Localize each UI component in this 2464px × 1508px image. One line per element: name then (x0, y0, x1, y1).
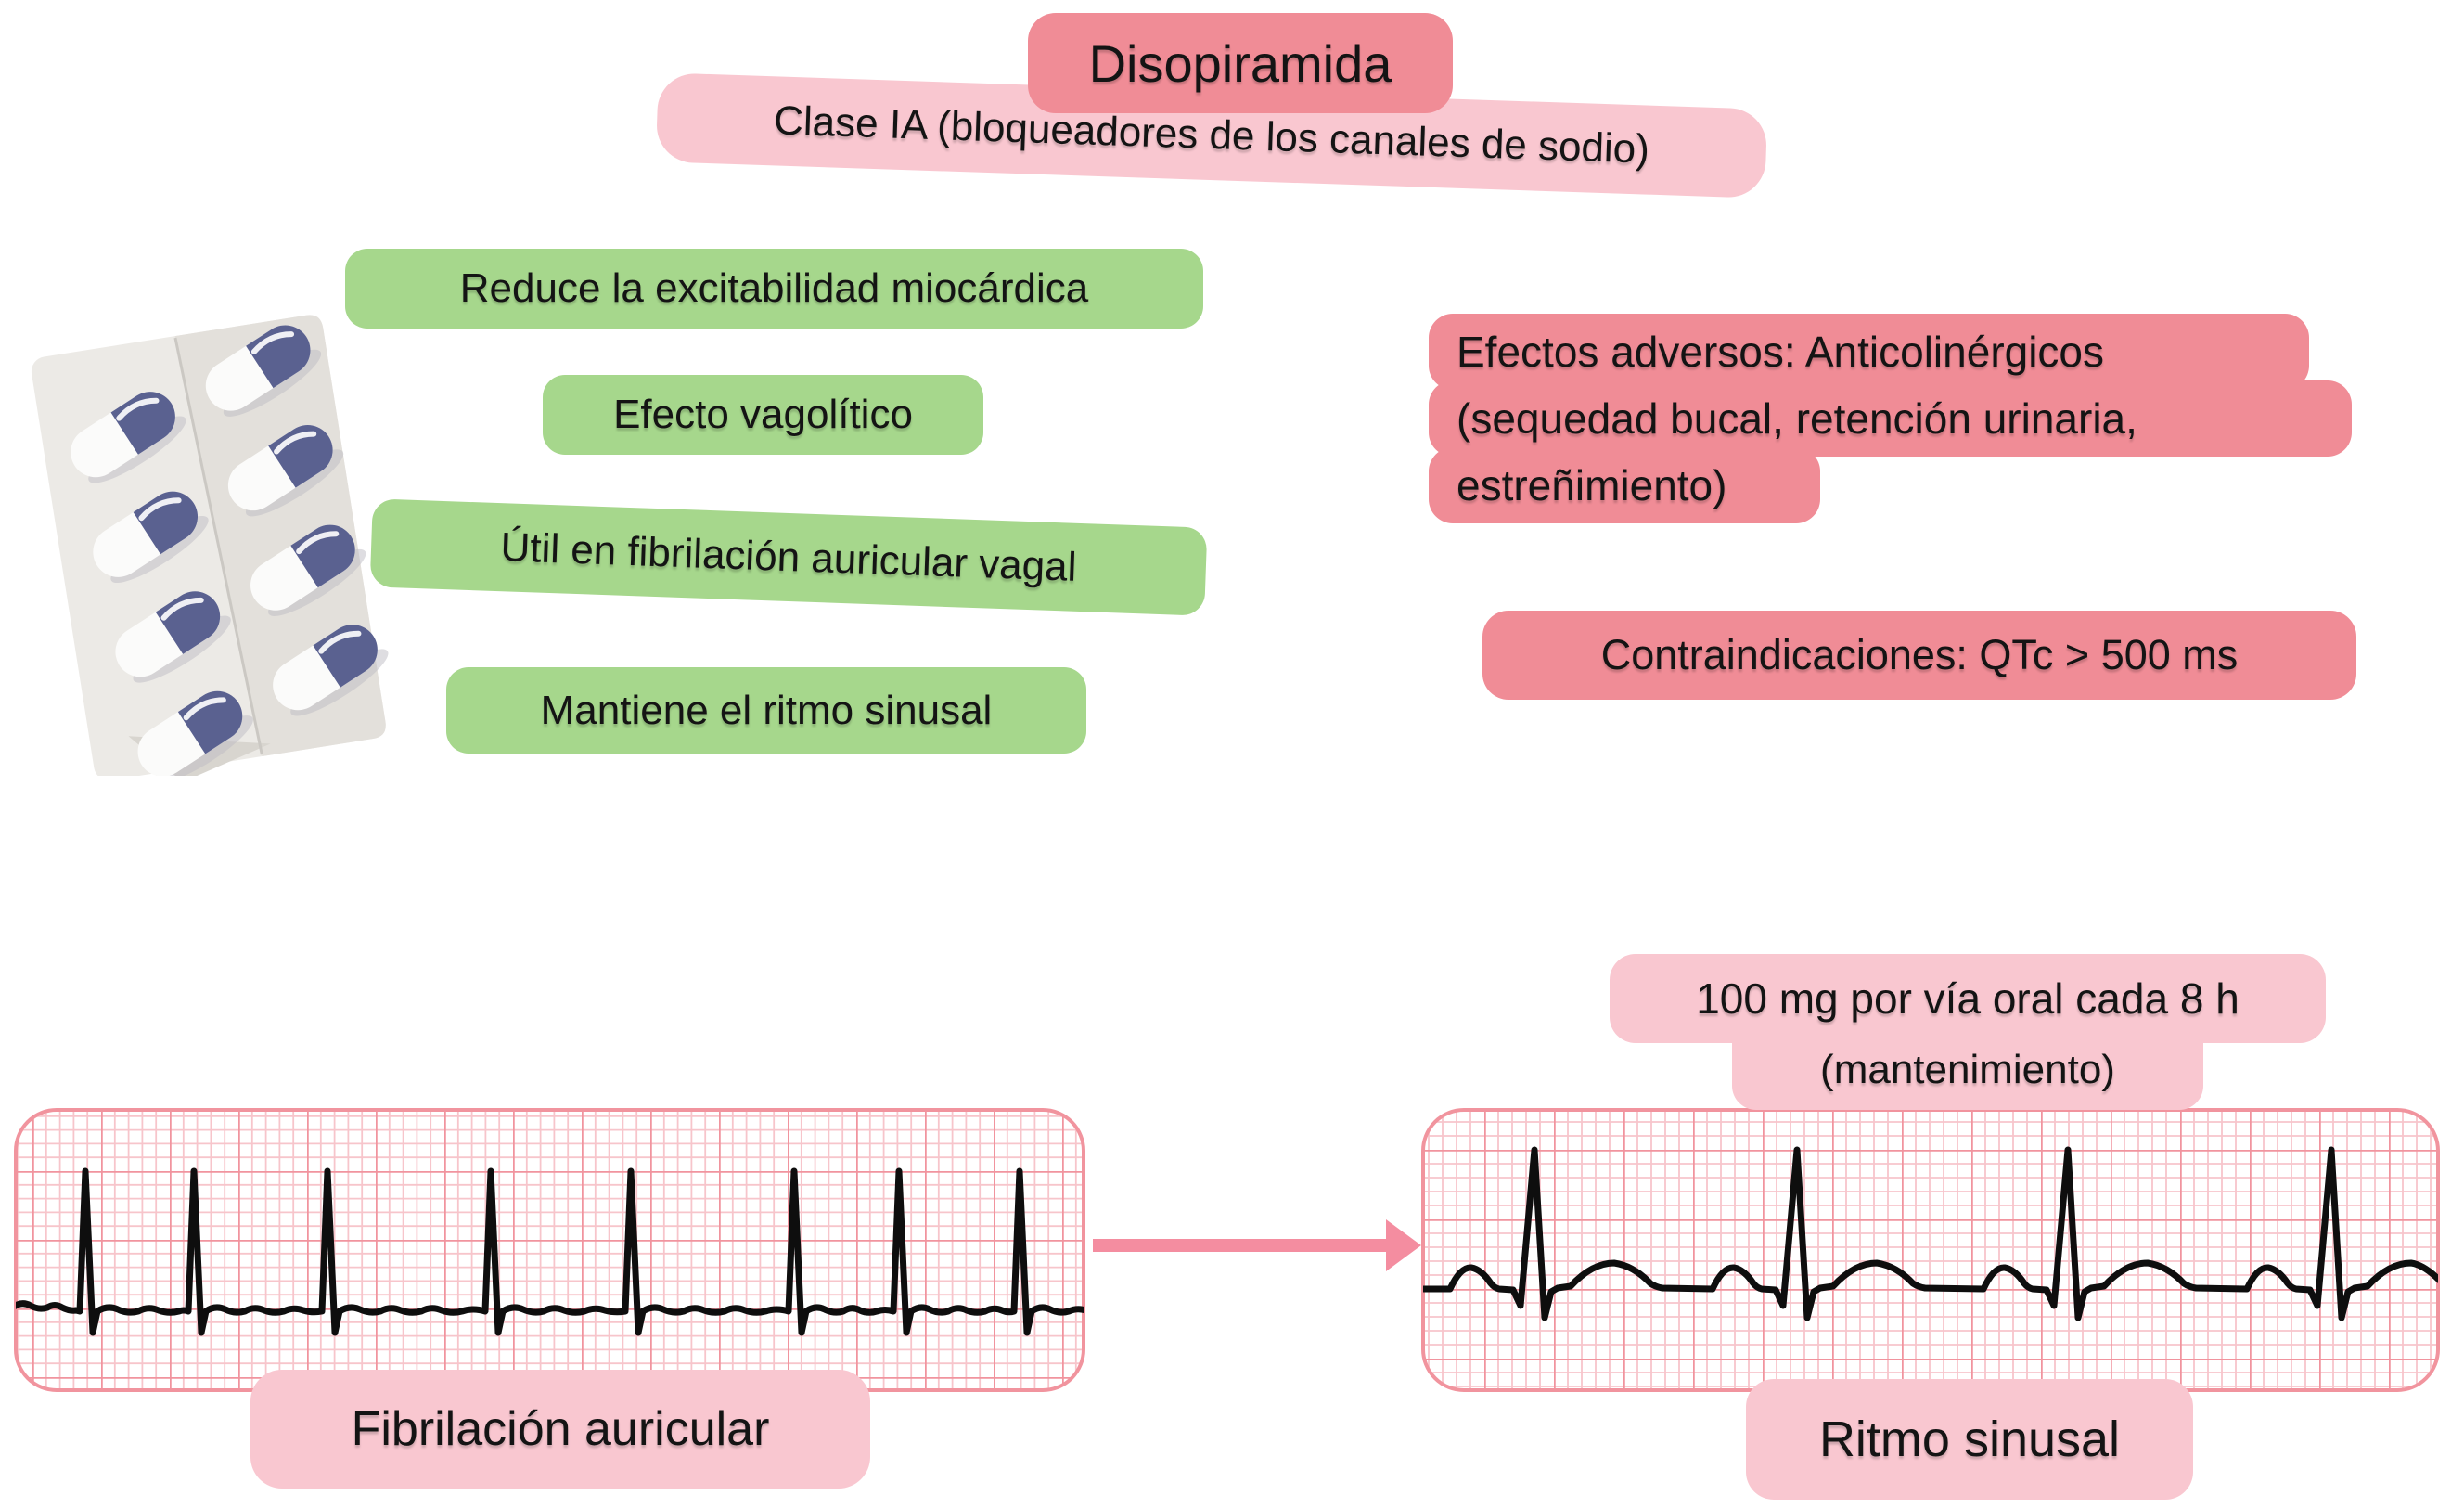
adverse-line-3: estreñimiento) (1429, 447, 1820, 523)
right-arrow-head (1386, 1219, 1421, 1271)
ecg-waveform-afib (16, 1167, 1084, 1336)
ecg-strip-afib (14, 1108, 1085, 1392)
adverse-line-1: Efectos adversos: Anticolinérgicos (1429, 314, 2309, 390)
contraindications-box: Contraindicaciones: QTc > 500 ms (1482, 611, 2356, 700)
ecg-strip-sinus (1421, 1108, 2440, 1392)
ecg-waveform-sinus (1423, 1146, 2438, 1321)
adverse-line-2: (sequedad bucal, retención urinaria, (1429, 380, 2352, 457)
dose-label: 100 mg por vía oral cada 8 h (mantenimie… (1610, 954, 2326, 1110)
benefit-excitability: Reduce la excitabilidad miocárdica (345, 249, 1203, 329)
benefit-vagal-afib: Útil en fibrilación auricular vagal (369, 498, 1208, 616)
dose-line-1: 100 mg por vía oral cada 8 h (1610, 954, 2326, 1043)
ecg-grid-paper (1421, 1108, 2440, 1392)
ecg-grid-paper (14, 1108, 1085, 1392)
right-arrow-shaft (1093, 1239, 1390, 1252)
drug-title: Disopiramida (1028, 13, 1453, 113)
blister-crease (173, 337, 263, 755)
benefit-sinus-rhythm: Mantiene el ritmo sinusal (446, 667, 1086, 754)
dose-line-2: (mantenimiento) (1732, 1036, 2203, 1110)
sinus-label: Ritmo sinusal (1746, 1379, 2193, 1500)
pill-blister-pack-illustration (31, 312, 443, 776)
blister-pack (31, 312, 410, 776)
afib-label: Fibrilación auricular (250, 1370, 870, 1489)
adverse-effects-box: Efectos adversos: Anticolinérgicos (sequ… (1429, 314, 2352, 523)
benefit-vagolytic: Efecto vagolítico (543, 375, 983, 455)
